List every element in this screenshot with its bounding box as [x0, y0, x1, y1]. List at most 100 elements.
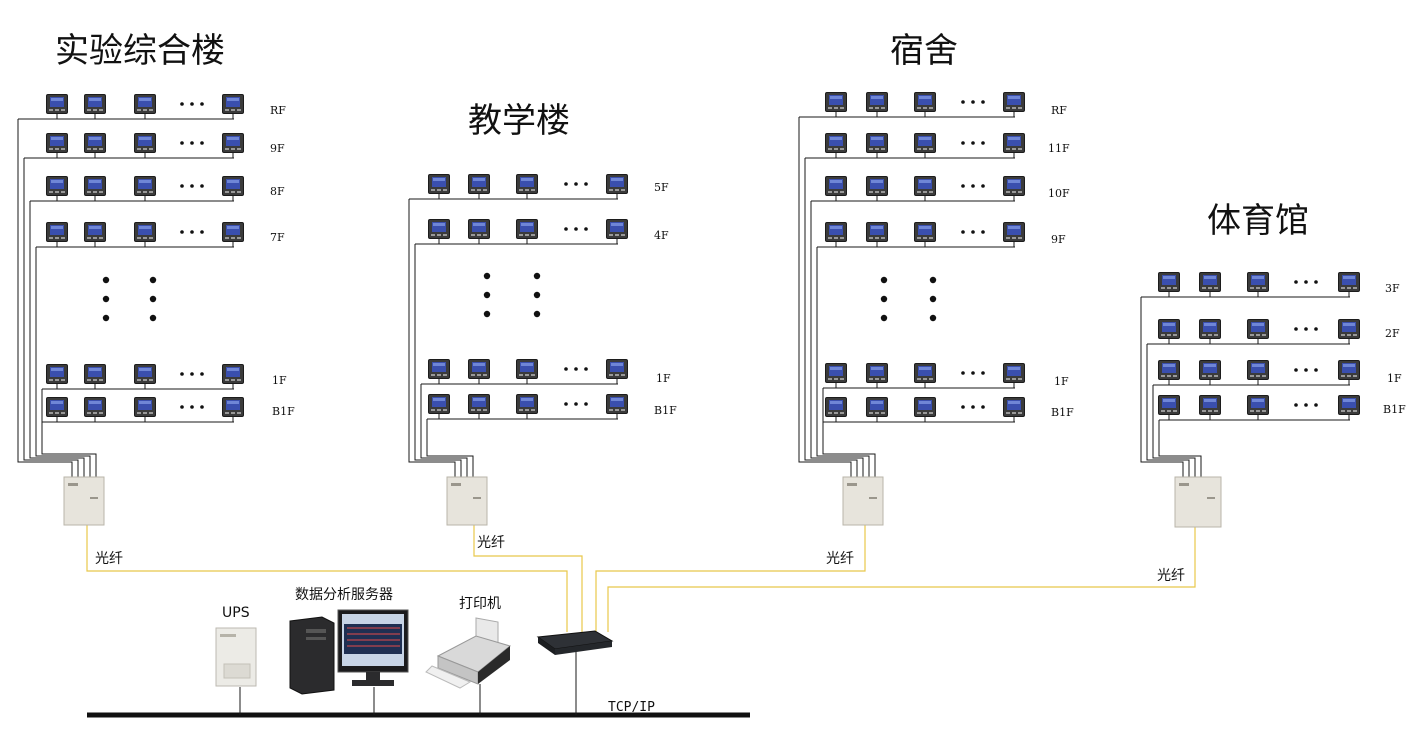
ellipsis-dot — [1304, 280, 1308, 284]
power-meter-icon — [46, 133, 68, 153]
server-bay — [306, 629, 326, 633]
power-meter-icon — [84, 133, 106, 153]
ellipsis-dot — [200, 230, 204, 234]
power-meter-icon — [1158, 360, 1180, 380]
power-meter-icon — [866, 222, 888, 242]
continuation-dot — [149, 295, 157, 303]
monitor-base — [352, 680, 394, 686]
ellipsis-dot — [574, 367, 578, 371]
floor-label: 4F — [654, 229, 669, 242]
floor-label: B1F — [654, 404, 677, 417]
ellipsis-dot — [564, 402, 568, 406]
ellipsis-dot — [584, 182, 588, 186]
power-meter-icon — [825, 397, 847, 417]
power-meter-icon — [1003, 222, 1025, 242]
power-meter-icon — [46, 94, 68, 114]
continuation-dot — [483, 291, 491, 299]
ellipsis-dot — [190, 405, 194, 409]
power-meter-icon — [1003, 363, 1025, 383]
ellipsis-dot — [564, 227, 568, 231]
trunk-line — [17, 119, 73, 477]
ups-panel — [220, 634, 236, 637]
power-meter-icon — [516, 359, 538, 379]
power-meter-icon — [84, 176, 106, 196]
continuation-dot — [483, 272, 491, 280]
power-meter-icon — [222, 397, 244, 417]
ellipsis-dot — [190, 141, 194, 145]
trunk-line — [822, 388, 876, 477]
ellipsis-dot — [190, 184, 194, 188]
continuation-dot — [880, 276, 888, 284]
ellipsis-dot — [584, 227, 588, 231]
trunk-line — [35, 247, 91, 477]
ellipsis-dot — [981, 141, 985, 145]
ellipsis-dot — [961, 100, 965, 104]
floor-label: 1F — [272, 374, 287, 387]
power-meter-icon — [866, 92, 888, 112]
ellipsis-dot — [981, 405, 985, 409]
server-workstation-icon — [289, 609, 409, 695]
power-meter-icon — [606, 359, 628, 379]
continuation-dot — [102, 314, 110, 322]
power-meter-icon — [516, 394, 538, 414]
power-meter-icon — [914, 92, 936, 112]
continuation-dot — [533, 291, 541, 299]
power-meter-icon — [1199, 272, 1221, 292]
printer-tray — [425, 665, 472, 689]
power-meter-icon — [866, 363, 888, 383]
fiber-line — [473, 525, 583, 632]
power-meter-icon — [606, 174, 628, 194]
trunk-line — [414, 244, 462, 477]
ellipsis-dot — [1314, 403, 1318, 407]
ellipsis-dot — [1304, 368, 1308, 372]
floor-label: 10F — [1048, 187, 1070, 200]
trunk-line — [1146, 344, 1190, 477]
ellipsis-dot — [1294, 327, 1298, 331]
trunk-line — [798, 117, 852, 477]
ups-label: UPS — [222, 605, 250, 621]
ellipsis-dot — [981, 371, 985, 375]
ellipsis-dot — [584, 402, 588, 406]
continuation-dot — [102, 276, 110, 284]
building-title-teaching: 教学楼 — [468, 101, 570, 141]
cabinet-badge — [847, 483, 857, 486]
floor-label: RF — [270, 104, 286, 117]
server-label: 数据分析服务器 — [295, 587, 393, 603]
network-switch-icon — [536, 630, 614, 655]
floor-labels-dormitory: RF 11F 10F 9F 1F B1F — [1048, 104, 1074, 419]
gateway-cabinet-icon — [842, 476, 884, 526]
ellipsis-dot — [961, 371, 965, 375]
ellipsis-dot — [574, 182, 578, 186]
power-meter-icon — [428, 359, 450, 379]
continuation-dot — [533, 310, 541, 318]
ellipsis-dot — [971, 230, 975, 234]
floor-label: 2F — [1385, 327, 1400, 340]
floor-label: 8F — [270, 185, 285, 198]
ellipsis-dot — [1294, 403, 1298, 407]
ellipsis-dot — [961, 184, 965, 188]
ellipsis-dot — [971, 405, 975, 409]
trunk-line — [810, 201, 864, 477]
monitor-neck — [366, 672, 380, 680]
floor-label: B1F — [272, 405, 295, 418]
power-meter-icon — [1338, 360, 1360, 380]
power-meter-icon — [1338, 395, 1360, 415]
trunk-line — [23, 158, 79, 477]
floor-label: 9F — [1051, 233, 1066, 246]
ellipsis-dot — [574, 402, 578, 406]
fiber-label: 光纤 — [477, 535, 505, 551]
power-meter-icon — [84, 364, 106, 384]
power-meter-icon — [84, 94, 106, 114]
printer-label: 打印机 — [459, 595, 501, 612]
ellipsis-dot — [200, 405, 204, 409]
power-meter-icon — [84, 397, 106, 417]
ellipsis-dot — [180, 230, 184, 234]
power-meter-icon — [222, 176, 244, 196]
power-meter-icon — [1158, 395, 1180, 415]
power-meter-icon — [866, 176, 888, 196]
continuation-dot — [880, 295, 888, 303]
power-meter-icon — [1003, 176, 1025, 196]
power-meter-icon — [468, 359, 490, 379]
device-layer — [46, 92, 1360, 695]
ellipsis-dot — [180, 184, 184, 188]
